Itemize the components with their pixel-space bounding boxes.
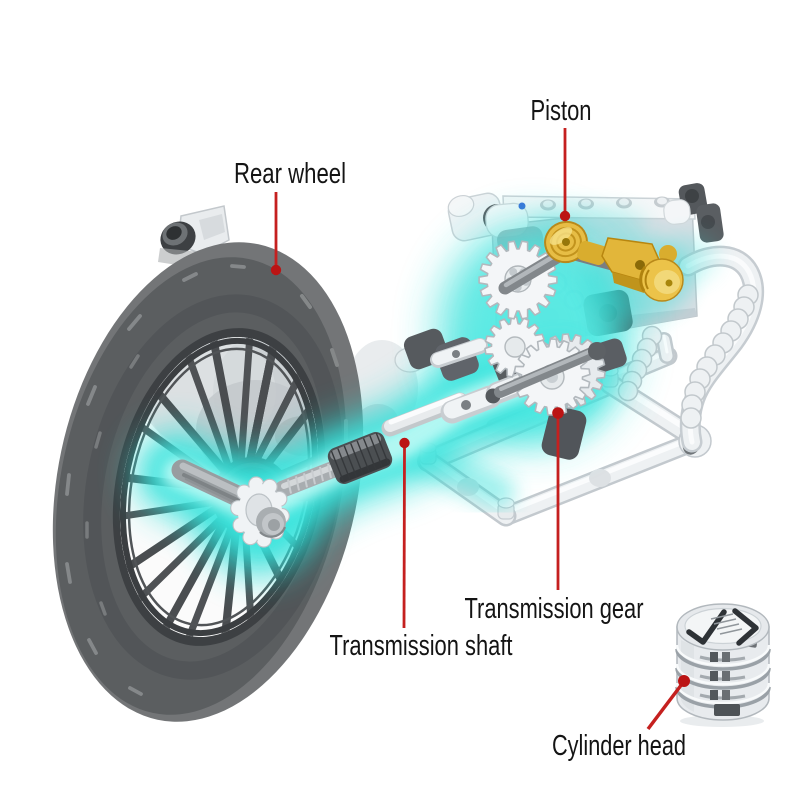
svg-text:Transmission gear: Transmission gear [465,593,644,625]
svg-text:Cylinder head: Cylinder head [552,730,686,762]
svg-text:Rear wheel: Rear wheel [234,158,346,190]
svg-text:Piston: Piston [531,95,592,127]
svg-text:Transmission shaft: Transmission shaft [330,630,513,662]
